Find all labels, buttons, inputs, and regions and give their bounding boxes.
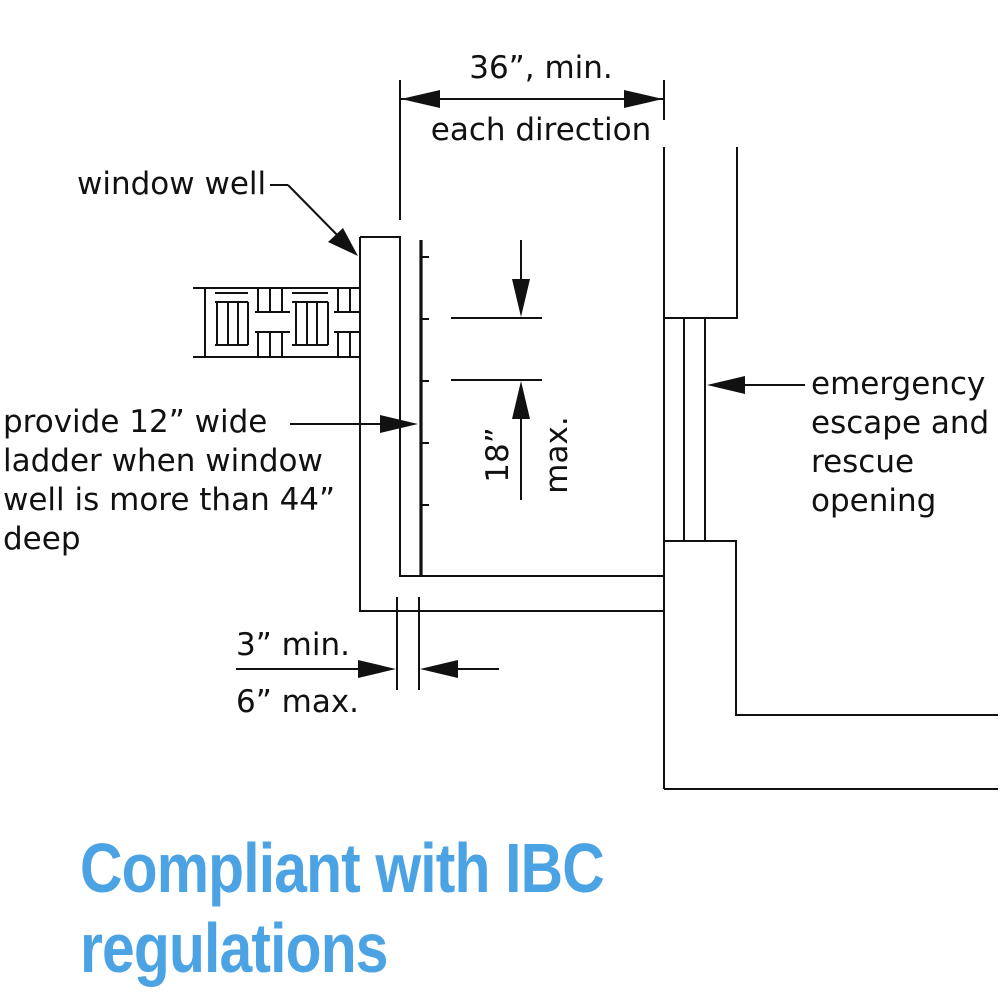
offset-max-label: 6” max. [236,684,359,720]
opening-label-line1: emergency [811,366,985,402]
opening-label-line2: escape and [811,405,989,441]
opening-label-line3: rescue [811,444,914,480]
ladder [419,240,429,576]
offset-min-label: 3” min. [236,627,350,663]
ladder-note-line2: ladder when window [3,443,323,479]
opening-leader [707,376,805,394]
width-direction-label: each direction [431,112,651,148]
window-well-label: window well [77,166,266,202]
rung-spacing-max: max. [539,416,575,493]
ladder-note-line4: deep [3,521,81,557]
rung-spacing-dimension [451,240,542,500]
ladder-offset-dimension [236,597,499,690]
building-wall [663,80,998,790]
window-well-wall [359,236,664,612]
brick-ground-pattern [193,287,360,358]
ladder-note-line3: well is more than 44” [3,482,335,518]
window-well-leader [270,184,358,256]
width-dimension [399,80,663,220]
opening-label-line4: opening [811,483,936,519]
ladder-note-line1: provide 12” wide [3,404,267,440]
width-dimension-label: 36”, min. [469,50,613,86]
compliance-banner: Compliant with IBC regulations [80,829,605,987]
rung-spacing-value: 18” [480,427,516,483]
ladder-leader [290,415,418,433]
